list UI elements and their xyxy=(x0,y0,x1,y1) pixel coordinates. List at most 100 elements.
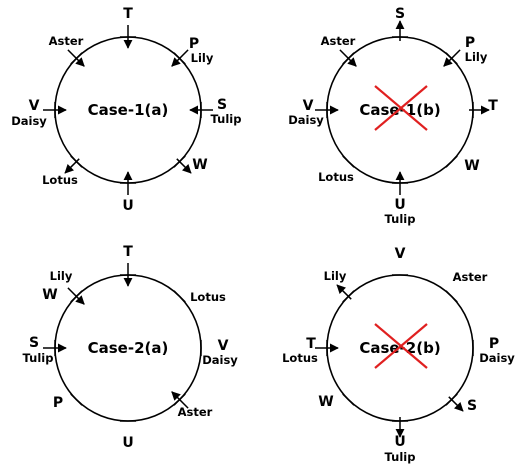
person-letter: W xyxy=(192,157,207,173)
seat-marker xyxy=(342,155,355,168)
facing-center-arrow xyxy=(339,49,357,67)
flower-label: Daisy xyxy=(11,114,47,128)
flower-label: Lily xyxy=(191,51,214,65)
person-letter: U xyxy=(122,198,133,214)
seat-se: W xyxy=(445,155,480,174)
person-letter: T xyxy=(488,98,498,114)
person-letter: T xyxy=(123,244,133,260)
person-letter: S xyxy=(217,97,227,113)
seat-marker xyxy=(70,393,83,406)
person-letter: S xyxy=(395,6,405,22)
seat-nw: Aster xyxy=(49,34,85,67)
flower-label: Aster xyxy=(321,34,356,48)
person-letter: S xyxy=(467,398,477,414)
facing-center-arrow xyxy=(171,49,189,67)
flower-label: Lily xyxy=(50,269,73,283)
person-letter: T xyxy=(306,336,316,352)
flower-label: Daisy xyxy=(202,353,238,367)
person-letter: W xyxy=(464,158,479,174)
seat-ne: Lotus xyxy=(173,290,226,304)
seat-nw: Lily xyxy=(324,269,355,303)
facing-outside-arrow xyxy=(336,284,352,300)
seat-se: S xyxy=(445,393,477,414)
flower-label: Tulip xyxy=(385,212,416,226)
flower-label: Aster xyxy=(178,405,213,419)
seat-se: Aster xyxy=(171,391,213,419)
flower-label: Tulip xyxy=(23,351,54,365)
seat-marker xyxy=(445,290,458,303)
seat-marker xyxy=(342,393,355,406)
flower-label: Lily xyxy=(324,269,347,283)
flower-label: Lily xyxy=(465,50,488,64)
facing-outside-arrow xyxy=(64,158,80,174)
person-letter: W xyxy=(42,287,57,303)
facing-outside-arrow xyxy=(448,396,464,412)
facing-center-arrow xyxy=(67,49,85,67)
seat-sw: P xyxy=(53,393,83,411)
person-letter: V xyxy=(29,98,40,114)
person-letter: V xyxy=(395,246,406,262)
flower-label: Tulip xyxy=(211,112,242,126)
person-letter: U xyxy=(122,435,133,451)
seat-ne: Aster xyxy=(445,270,488,303)
person-letter: P xyxy=(189,36,199,52)
facing-center-arrow xyxy=(443,49,461,67)
flower-label: Daisy xyxy=(288,113,324,127)
facing-outside-arrow xyxy=(176,158,192,174)
flower-label: Tulip xyxy=(385,450,416,464)
flower-label: Lotus xyxy=(282,351,318,365)
person-letter: W xyxy=(318,394,333,410)
flower-label: Lotus xyxy=(42,173,78,187)
seat-nw: Aster xyxy=(321,34,357,67)
case-title: Case-2(a) xyxy=(88,339,169,357)
seat-n: T xyxy=(120,244,136,287)
seat-e: T xyxy=(469,98,498,118)
seat-marker xyxy=(173,290,186,303)
person-letter: V xyxy=(218,338,229,354)
seat-sw: Lotus xyxy=(318,155,355,184)
person-letter: U xyxy=(394,434,405,450)
seat-sw: W xyxy=(318,393,355,410)
seat-n: S xyxy=(392,6,408,41)
rejected-cross-stroke xyxy=(374,323,428,369)
flower-label: Lotus xyxy=(190,290,226,304)
flower-label: Daisy xyxy=(479,351,515,365)
person-letter: P xyxy=(53,395,63,411)
seat-se: W xyxy=(173,155,208,174)
seat-n: V xyxy=(392,246,408,276)
rejected-cross-stroke xyxy=(374,85,428,131)
person-letter: V xyxy=(303,98,314,114)
facing-center-arrow xyxy=(171,391,189,409)
person-letter: P xyxy=(489,336,499,352)
person-letter: U xyxy=(394,197,405,213)
seat-s: U xyxy=(120,171,136,214)
facing-center-arrow xyxy=(67,287,85,305)
flower-label: Aster xyxy=(453,270,488,284)
seat-marker xyxy=(445,155,458,168)
person-letter: T xyxy=(123,6,133,22)
flower-label: Aster xyxy=(49,34,84,48)
person-letter: S xyxy=(29,335,39,351)
seat-sw: Lotus xyxy=(42,155,83,187)
case-title: Case-1(a) xyxy=(88,101,169,119)
person-letter: P xyxy=(465,35,475,51)
flower-label: Lotus xyxy=(318,170,354,184)
seat-nw: W Lily xyxy=(42,269,85,305)
seat-n: T xyxy=(120,6,136,49)
